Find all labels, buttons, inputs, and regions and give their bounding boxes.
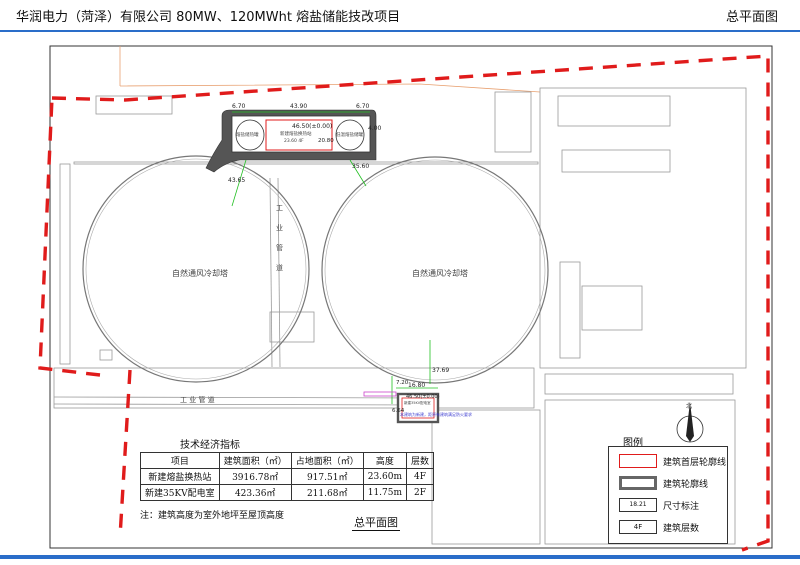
legend-item: 建筑首层轮廓线	[613, 453, 727, 469]
label-heat-station-height: 23.60 4F	[284, 138, 304, 144]
substation-35kv: 新建35KV配电室 本建筑为新建，距原有建筑满足防火要求	[363, 391, 472, 424]
header-rule	[0, 30, 800, 32]
tower-right-label: 自然通风冷却塔	[412, 268, 468, 278]
cooling-tower-left	[82, 155, 310, 383]
cell: 新建熔盐换热站	[140, 468, 220, 485]
label-heat-station: 新建熔盐换热站	[280, 130, 312, 137]
legend-item: 18.21 尺寸标注	[613, 497, 725, 513]
drawing-name: 总平面图	[725, 10, 778, 25]
legend-label: 建筑首层轮廓线	[663, 458, 727, 468]
legend-symbol-outline	[619, 476, 657, 490]
label-salt-tank-right: 低温熔盐储罐	[336, 131, 363, 138]
pipe-vertical-label-4: 道	[276, 263, 283, 272]
dim-11: 7.20	[396, 380, 409, 386]
cooling-tower-right	[321, 156, 549, 384]
cell: 423.36㎡	[218, 484, 292, 501]
cell: 211.68㎡	[290, 484, 364, 501]
dim-3: 6.70	[356, 103, 370, 110]
dimensions	[231, 111, 438, 404]
dim-12: 46.50(±0.00)	[406, 394, 440, 400]
table-title: 技术经济指标	[180, 440, 240, 451]
th-area: 建筑面积（㎡）	[218, 452, 292, 469]
table-note: 注：建筑高度为室外地坪至屋顶高度	[140, 511, 285, 521]
cell: 新建35KV配电室	[140, 484, 220, 501]
legend-label: 尺寸标注	[663, 502, 700, 512]
legend: 建筑首层轮廓线 建筑轮廓线 18.21 尺寸标注 4F 建筑层数	[608, 446, 728, 544]
site-plan: 自然通风冷却塔 自然通风冷却塔 工 业 管 道 工 业 管 道 熔盐储热罐 新建…	[38, 45, 773, 552]
pipe-vertical-label-1: 工	[276, 204, 283, 212]
dim-13: 6.64	[392, 408, 405, 414]
cell: 11.75m	[362, 484, 408, 501]
th-item: 项目	[140, 452, 220, 469]
site-border	[49, 45, 773, 549]
pipe-vertical-label-2: 业	[276, 223, 283, 232]
project-title: 华润电力（菏泽）有限公司 80MW、120MWht 熔盐储能技改项目	[16, 10, 401, 25]
cell: 3916.78㎡	[218, 468, 292, 485]
legend-symbol-first-floor	[619, 454, 657, 468]
legend-symbol-dimension: 18.21	[619, 498, 657, 512]
north-label: 北	[686, 402, 692, 410]
heat-exchange-station: 熔盐储热罐 新建熔盐换热站 23.60 4F 低温熔盐储罐	[205, 109, 377, 173]
dim-6: 4.00	[368, 125, 382, 132]
dim-2: 43.90	[290, 103, 307, 110]
tower-left-label: 自然通风冷却塔	[172, 268, 228, 278]
label-salt-tank-left: 熔盐储热罐	[236, 131, 259, 138]
orange-boundary-2	[119, 83, 541, 93]
legend-item: 建筑轮廓线	[613, 475, 725, 491]
dim-8: 35.60	[352, 163, 369, 170]
dim-7: 43.65	[228, 177, 245, 184]
cell: 2F	[406, 484, 435, 501]
legend-label: 建筑层数	[663, 524, 700, 534]
plan-title: 总平面图	[352, 516, 400, 531]
cooling-tower-right-inner	[324, 159, 546, 381]
cell: 23.60m	[362, 468, 408, 485]
dim-9: 37.69	[432, 367, 449, 374]
dim-5: 20.80	[318, 138, 334, 144]
dim-10: 16.80	[408, 382, 425, 389]
table-row: 新建35KV配电室 423.36㎡ 211.68㎡ 11.75m 2F	[140, 484, 435, 501]
table-header-row: 项目 建筑面积（㎡） 占地面积（㎡） 高度 层数	[140, 452, 435, 469]
tech-econ-table: 项目 建筑面积（㎡） 占地面积（㎡） 高度 层数 新建熔盐换热站 3916.78…	[140, 452, 435, 501]
pipe-horizontal-label: 工 业 管 道	[180, 395, 215, 404]
dim-1: 6.70	[232, 103, 246, 110]
cooling-tower-left-inner	[85, 158, 307, 380]
th-height: 高度	[362, 452, 408, 469]
pipe-vertical-label-3: 管	[276, 243, 283, 252]
cell: 4F	[406, 468, 435, 485]
legend-symbol-floors: 4F	[619, 520, 657, 534]
north-arrow: 北	[676, 402, 704, 443]
th-floors: 层数	[406, 452, 435, 469]
table-row: 新建熔盐换热站 3916.78㎡ 917.51㎡ 23.60m 4F	[140, 468, 435, 485]
legend-label: 建筑轮廓线	[663, 480, 709, 490]
th-footprint: 占地面积（㎡）	[290, 452, 364, 469]
dim-4: 46.50(±0.00)	[292, 123, 332, 130]
cell: 917.51㎡	[290, 468, 364, 485]
red-dashed-boundary	[38, 54, 770, 552]
footer-rule	[0, 555, 800, 559]
title-bar: 华润电力（菏泽）有限公司 80MW、120MWht 熔盐储能技改项目 总平面图	[0, 0, 800, 30]
label-substation: 新建35KV配电室	[404, 400, 431, 405]
label-substation-note: 本建筑为新建，距原有建筑满足防火要求	[400, 411, 472, 417]
legend-title: 图例	[623, 438, 643, 449]
legend-item: 4F 建筑层数	[613, 519, 725, 535]
